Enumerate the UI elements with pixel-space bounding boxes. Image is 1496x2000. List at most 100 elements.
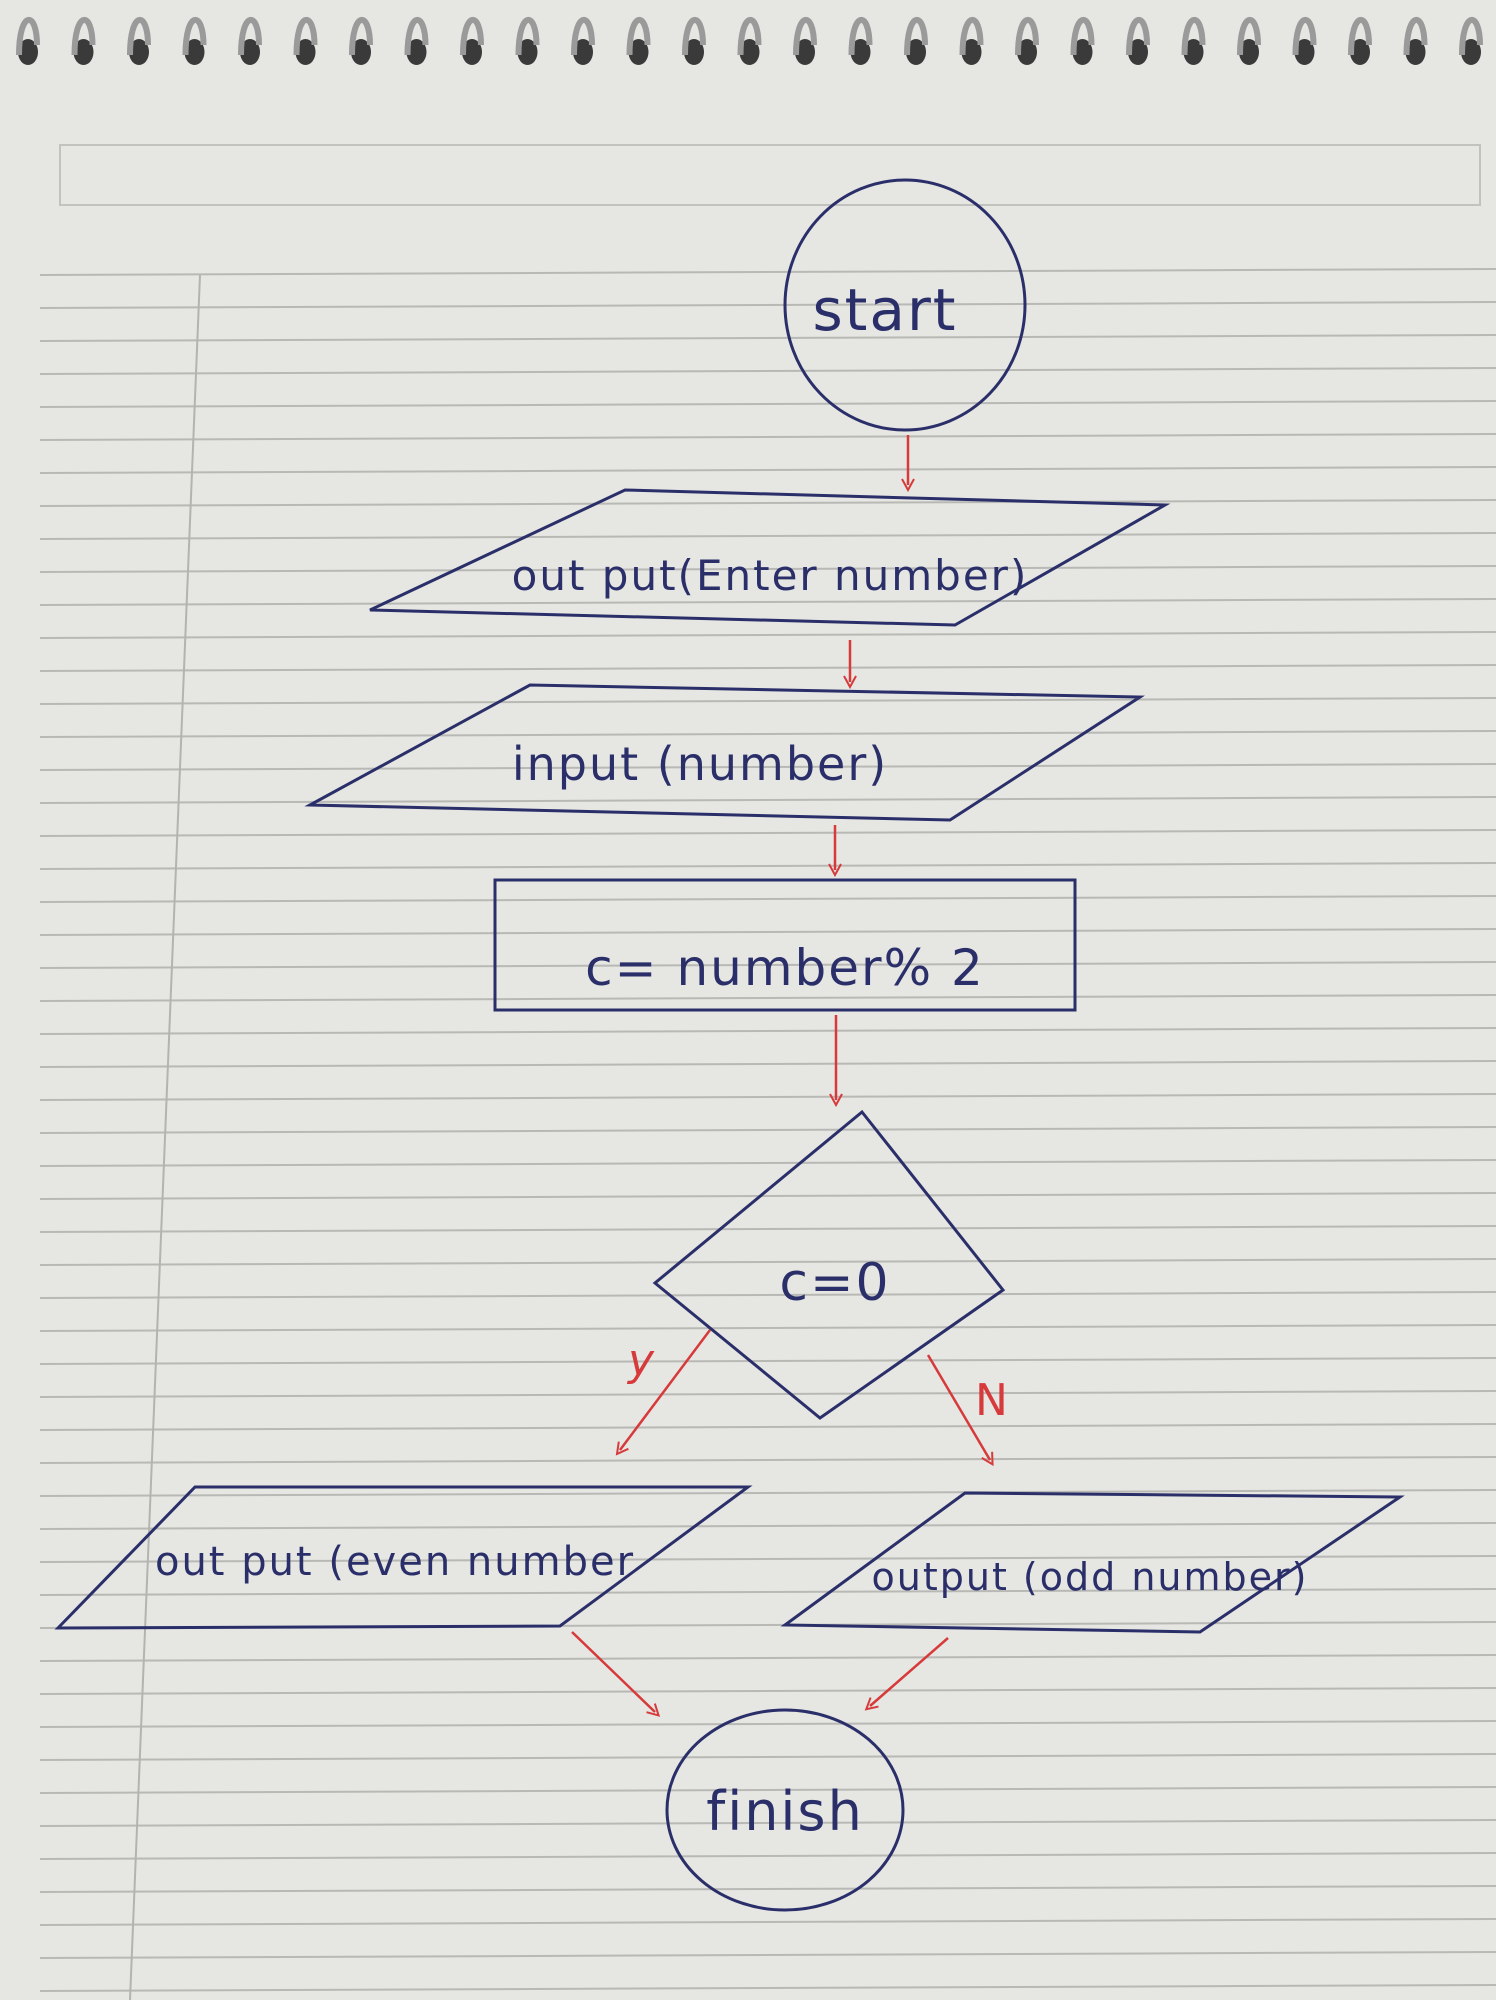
decision-label: c=0: [779, 1253, 890, 1313]
rule-line: [39, 466, 1496, 474]
rule-line: [39, 1885, 1496, 1893]
rule-line: [39, 994, 1496, 1002]
rule-line: [39, 1423, 1496, 1431]
output-even-shape: out put (even number: [54, 1485, 753, 1630]
spiral-ring: [404, 17, 429, 65]
spiral-ring: [571, 17, 595, 65]
start-terminal: start: [783, 178, 1027, 432]
rule-line: [39, 1819, 1496, 1827]
rule-line: [39, 1555, 1496, 1563]
spiral-ring: [1292, 17, 1317, 65]
rule-line: [39, 433, 1496, 441]
rule-line: [39, 1258, 1496, 1266]
spiral-binding: [16, 17, 1483, 65]
output-prompt-label: out put(Enter number): [512, 551, 1029, 600]
header-box: [59, 144, 1481, 206]
rule-line: [39, 1357, 1496, 1365]
decision-diamond: c=0: [652, 1109, 1006, 1420]
spiral-ring: [737, 17, 762, 65]
spiral-ring: [1348, 17, 1372, 65]
spiral-ring: [16, 17, 40, 65]
spiral-ring: [1070, 17, 1095, 65]
rule-line: [39, 1852, 1496, 1860]
rule-line: [39, 1951, 1496, 1959]
process-label: c= number% 2: [585, 939, 985, 997]
rule-line: [39, 1918, 1496, 1926]
rule-line: [39, 1522, 1496, 1530]
spiral-ring: [1237, 17, 1261, 65]
finish-terminal: finish: [665, 1708, 905, 1912]
rule-line: [39, 1390, 1496, 1398]
rule-line: [39, 928, 1496, 936]
rule-line: [39, 1093, 1496, 1101]
spiral-ring: [848, 17, 873, 65]
rule-line: [39, 334, 1496, 342]
rule-line: [39, 1027, 1496, 1035]
rule-line: [39, 1225, 1496, 1233]
spiral-ring: [460, 17, 484, 65]
spiral-ring: [904, 17, 928, 65]
spiral-ring: [293, 17, 318, 65]
rule-line: [39, 664, 1496, 672]
rule-line: [39, 1060, 1496, 1068]
spiral-ring: [1403, 17, 1428, 65]
rule-line: [39, 1786, 1496, 1794]
rule-line: [39, 763, 1496, 771]
rule-line: [39, 829, 1496, 837]
rule-line: [39, 1984, 1496, 1992]
rule-line: [39, 1687, 1496, 1695]
rule-line: [39, 301, 1496, 309]
rule-line: [39, 895, 1496, 903]
rule-line: [39, 1192, 1496, 1200]
rule-line: [39, 598, 1496, 606]
process-box: c= number% 2: [493, 878, 1077, 1012]
output-even-label: out put (even number: [155, 1539, 635, 1585]
output-odd-label: output (odd number): [872, 1555, 1309, 1599]
rule-line: [39, 1456, 1496, 1464]
spiral-ring: [1459, 17, 1483, 65]
yes-label: y: [626, 1335, 655, 1386]
spiral-ring: [127, 17, 151, 65]
output-prompt-shape: out put(Enter number): [369, 488, 1171, 627]
rule-line: [39, 499, 1496, 507]
no-label: N: [975, 1375, 1008, 1426]
rule-line: [39, 796, 1496, 804]
rule-line: [39, 1753, 1496, 1761]
spiral-ring: [1126, 17, 1150, 65]
rule-line: [39, 1720, 1496, 1728]
spiral-ring: [682, 17, 706, 65]
rule-line: [39, 400, 1496, 408]
rule-line: [39, 367, 1496, 375]
rule-line: [39, 730, 1496, 738]
rule-line: [39, 268, 1496, 276]
rule-line: [39, 1654, 1496, 1662]
rule-line: [39, 532, 1496, 540]
margin-line: [129, 274, 201, 2000]
input-label: input (number): [512, 737, 888, 791]
spiral-ring: [182, 17, 207, 65]
arrow-even-to-finish: [571, 1631, 655, 1712]
start-label: start: [812, 276, 957, 344]
spiral-ring: [349, 17, 373, 65]
spiral-ring: [1181, 17, 1206, 65]
rule-line: [39, 631, 1496, 639]
rule-line: [39, 961, 1496, 969]
rule-line: [39, 1159, 1496, 1167]
output-odd-shape: output (odd number): [780, 1491, 1405, 1634]
spiral-ring: [959, 17, 984, 65]
arrow-yes-branch: [620, 1329, 711, 1450]
rule-line: [39, 1489, 1496, 1497]
rule-line: [39, 862, 1496, 870]
rule-line: [39, 1291, 1496, 1299]
spiral-ring: [626, 17, 651, 65]
spiral-ring: [71, 17, 96, 65]
arrow-odd-to-finish: [870, 1637, 949, 1706]
arrow-no-branch: [926, 1354, 990, 1460]
finish-label: finish: [706, 1780, 864, 1843]
rule-line: [39, 1126, 1496, 1134]
spiral-ring: [238, 17, 262, 65]
rule-line: [39, 565, 1496, 573]
